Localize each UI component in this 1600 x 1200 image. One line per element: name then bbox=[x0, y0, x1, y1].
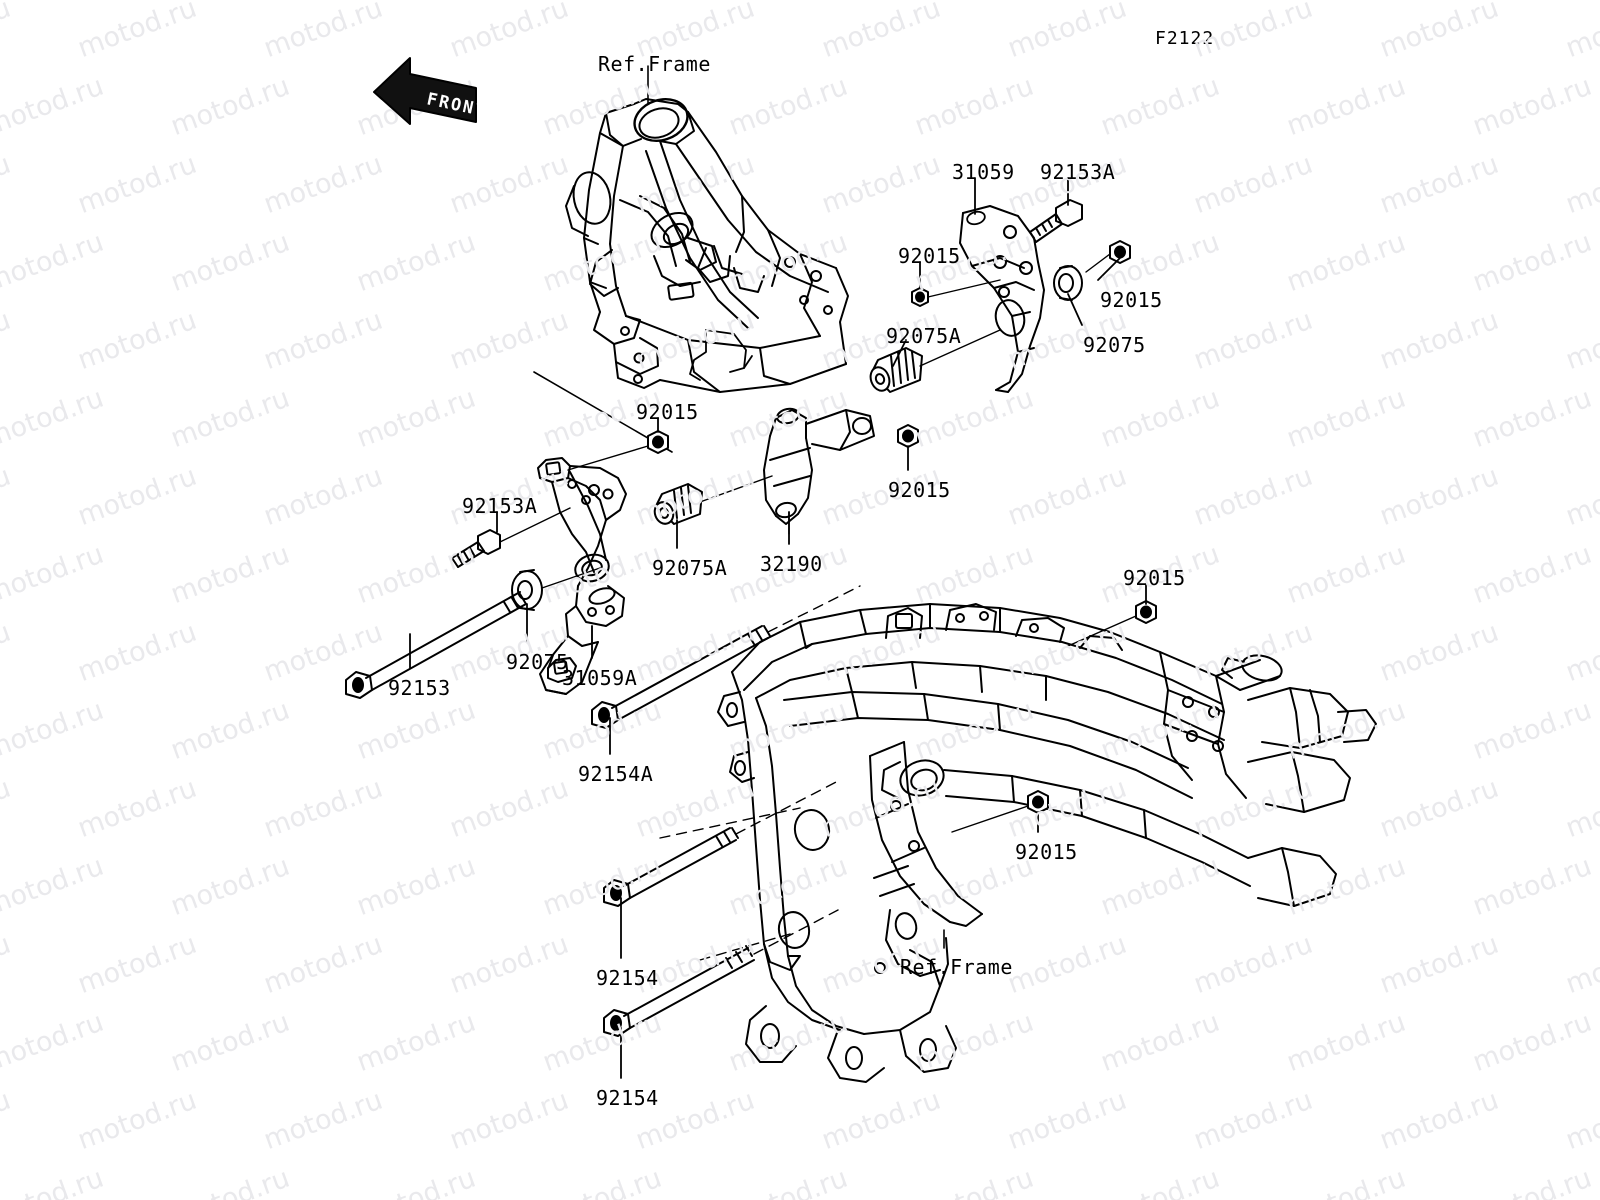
lower-frame-assembly bbox=[659, 603, 1377, 1083]
part-number-label[interactable]: 92154 bbox=[596, 1086, 659, 1110]
part-92154-bolt-low bbox=[603, 909, 839, 1037]
part-92015-nut-e bbox=[1067, 600, 1157, 647]
part-31059-bracket bbox=[959, 205, 1045, 393]
part-number-label[interactable]: 31059 bbox=[952, 160, 1015, 184]
part-92154A-bolt bbox=[591, 585, 861, 729]
part-92075-damper-top bbox=[1053, 265, 1083, 301]
part-number-label[interactable]: 92075A bbox=[652, 556, 728, 580]
part-92153A-bolt-center bbox=[451, 507, 571, 568]
callout-leader-line bbox=[892, 339, 907, 367]
callout-leaders bbox=[409, 177, 1147, 1079]
part-number-label[interactable]: 92015 bbox=[1100, 288, 1163, 312]
part-number-label[interactable]: 92154 bbox=[596, 966, 659, 990]
part-92153-bolt-long bbox=[345, 591, 527, 699]
part-number-label[interactable]: 92015 bbox=[1123, 566, 1186, 590]
part-92075A-collar-top bbox=[869, 329, 1001, 393]
part-number-label[interactable]: 92154A bbox=[578, 762, 654, 786]
part-92015-nut-a bbox=[911, 279, 1001, 307]
part-92075A-collar-center bbox=[653, 475, 773, 525]
part-92015-nut-b bbox=[1085, 240, 1131, 273]
callout-leader-line bbox=[1067, 293, 1083, 326]
part-number-label[interactable]: 92153A bbox=[462, 494, 538, 518]
reference-label: Ref.Frame bbox=[900, 955, 1013, 979]
part-92015-nut-c bbox=[897, 424, 919, 448]
part-number-label[interactable]: 92153 bbox=[388, 676, 451, 700]
part-number-label[interactable]: 92015 bbox=[636, 400, 699, 424]
part-number-label[interactable]: 92153A bbox=[1040, 160, 1116, 184]
upper-frame-assembly bbox=[565, 98, 849, 393]
part-number-label[interactable]: 31059A bbox=[562, 666, 638, 690]
part-number-label[interactable]: 92015 bbox=[898, 244, 961, 268]
page-code: F2122 bbox=[1155, 28, 1215, 49]
part-number-label[interactable]: 92075A bbox=[886, 324, 962, 348]
part-92015-nut-d bbox=[567, 430, 669, 471]
front-arrow-indicator: FRONT bbox=[373, 57, 482, 125]
part-number-label[interactable]: 92075 bbox=[1083, 333, 1146, 357]
part-number-label[interactable]: 92015 bbox=[888, 478, 951, 502]
part-92154-bolt-mid bbox=[603, 779, 841, 907]
part-number-label[interactable]: 32190 bbox=[760, 552, 823, 576]
callout-leader-line bbox=[1097, 257, 1121, 281]
part-92015-nut-f bbox=[951, 790, 1049, 833]
part-92153A-bolt-top bbox=[1029, 199, 1083, 243]
reference-label: Ref.Frame bbox=[598, 52, 711, 76]
part-number-label[interactable]: 92015 bbox=[1015, 840, 1078, 864]
part-number-label[interactable]: 92075 bbox=[506, 650, 569, 674]
part-31059A-bracket bbox=[537, 457, 627, 695]
